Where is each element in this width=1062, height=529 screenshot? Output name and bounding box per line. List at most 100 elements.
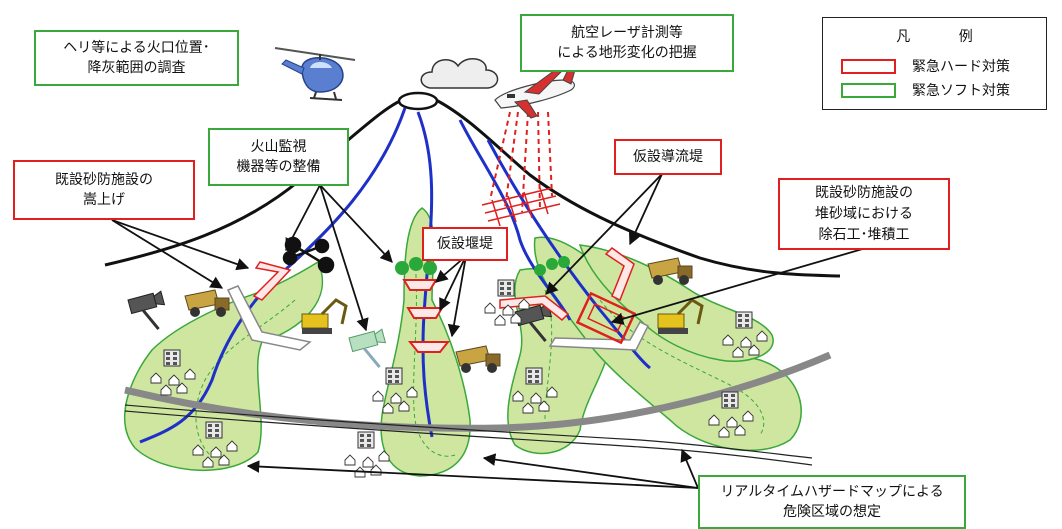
callout-line: 既設砂防施設の [815, 184, 913, 201]
building-icon [163, 349, 181, 367]
cloud-icon [420, 58, 499, 89]
house-icon [202, 456, 214, 468]
house-icon [494, 314, 506, 326]
building-icon [721, 391, 739, 409]
callout-monitoring: 火山監視 機器等の整備 [208, 128, 349, 186]
house-icon [734, 424, 746, 436]
house-icon [226, 440, 238, 452]
house-icon [518, 298, 530, 310]
callout-raise-existing: 既設砂防施設の 嵩上げ [13, 160, 195, 220]
house-icon [756, 330, 768, 342]
callout-line: 危険区域の想定 [783, 504, 881, 520]
dump-truck-icon [184, 289, 230, 317]
callout-line: リアルタイムハザードマップによる [720, 484, 944, 500]
building-icon [735, 311, 753, 329]
house-icon [168, 374, 180, 386]
house-icon [484, 302, 496, 314]
legend-label-soft: 緊急ソフト対策 [912, 83, 1010, 99]
settlements [150, 279, 768, 478]
callout-line: 火山監視 [250, 139, 307, 155]
callout-line: 航空レーザ計測等 [571, 25, 683, 41]
dump-truck-icon [455, 345, 501, 373]
house-icon [160, 384, 172, 396]
house-icon [726, 416, 738, 428]
house-icon [742, 410, 754, 422]
camera-icon [348, 328, 387, 369]
building-icon [357, 431, 375, 449]
legend-swatch-hard [841, 58, 896, 74]
house-icon [722, 334, 734, 346]
house-icon [192, 444, 204, 456]
callout-hazard-map: リアルタイムハザードマップによる 危険区域の想定 [698, 475, 966, 529]
house-icon [732, 346, 744, 358]
helicopter-icon [274, 47, 356, 101]
callout-temp-dam: 仮設堰堤 [422, 227, 508, 261]
road-gray [124, 351, 832, 432]
callout-line: 仮設堰堤 [437, 236, 493, 252]
callout-heli-survey: ヘリ等による火口位置･ 降灰範囲の調査 [34, 30, 239, 86]
callout-temp-guide-levee: 仮設導流堤 [614, 139, 722, 175]
house-icon [218, 454, 230, 466]
house-icon [718, 426, 730, 438]
house-icon [372, 390, 384, 402]
legend: 凡 例 緊急ハード対策 緊急ソフト対策 [822, 17, 1047, 110]
legend-title: 凡 例 [896, 29, 995, 45]
house-icon [512, 390, 524, 402]
temporary-dams [402, 279, 451, 353]
legend-item-hard: 緊急ハード対策 [841, 56, 1010, 76]
callout-line: 降灰範囲の調査 [87, 60, 186, 76]
legend-swatch-soft [841, 82, 896, 98]
house-icon [522, 402, 534, 414]
excavator-icon [301, 298, 348, 334]
building-icon [205, 421, 223, 439]
railway [124, 404, 813, 466]
callout-laser-survey: 航空レーザ計測等 による地形変化の把握 [520, 14, 734, 72]
callout-line: 既設砂防施設の [55, 172, 153, 188]
callout-line: 除石工･堆積工 [818, 226, 910, 243]
house-icon [344, 454, 356, 466]
house-icon [406, 386, 418, 398]
house-icon [150, 372, 162, 384]
house-icon [390, 392, 402, 404]
house-icon [748, 344, 760, 356]
callout-line: による地形変化の把握 [557, 45, 697, 61]
crater-icon [397, 91, 439, 111]
legend-item-soft: 緊急ソフト対策 [841, 80, 1010, 100]
building-icon [385, 367, 403, 385]
camera-icon [127, 290, 166, 331]
excavator-icon [657, 298, 704, 334]
house-icon [546, 386, 558, 398]
house-icon [530, 392, 542, 404]
hazard-zone-left [124, 260, 324, 472]
callout-line: 堆砂域における [815, 205, 913, 222]
house-icon [708, 414, 720, 426]
callout-arrows [111, 173, 867, 489]
debris-flow-paths [139, 107, 651, 444]
volcano-outline [104, 98, 841, 278]
house-icon [510, 312, 522, 324]
building-icon [525, 367, 543, 385]
house-icon [382, 402, 394, 414]
house-icon [176, 382, 188, 394]
camera-icon [514, 302, 553, 343]
house-icon [502, 304, 514, 316]
callout-line: 機器等の整備 [236, 159, 321, 175]
house-icon [538, 400, 550, 412]
house-icon [210, 446, 222, 458]
house-icon [740, 336, 752, 348]
house-icon [184, 368, 196, 380]
dump-truck-icon [647, 257, 693, 285]
laser-grid [481, 187, 561, 227]
callout-line: 仮設導流堤 [633, 149, 703, 165]
legend-label-hard: 緊急ハード対策 [912, 59, 1010, 75]
house-icon [398, 400, 410, 412]
callout-line: ヘリ等による火口位置･ [63, 40, 210, 56]
tree-icon [395, 256, 570, 276]
existing-sabo-facilities [226, 247, 650, 351]
callout-line: 嵩上げ [83, 192, 125, 208]
house-icon [362, 456, 374, 468]
house-icon [378, 450, 390, 462]
callout-sediment-removal: 既設砂防施設の 堆砂域における 除石工･堆積工 [778, 178, 950, 250]
survey-airplane-icon [494, 67, 576, 119]
building-icon [497, 279, 515, 297]
